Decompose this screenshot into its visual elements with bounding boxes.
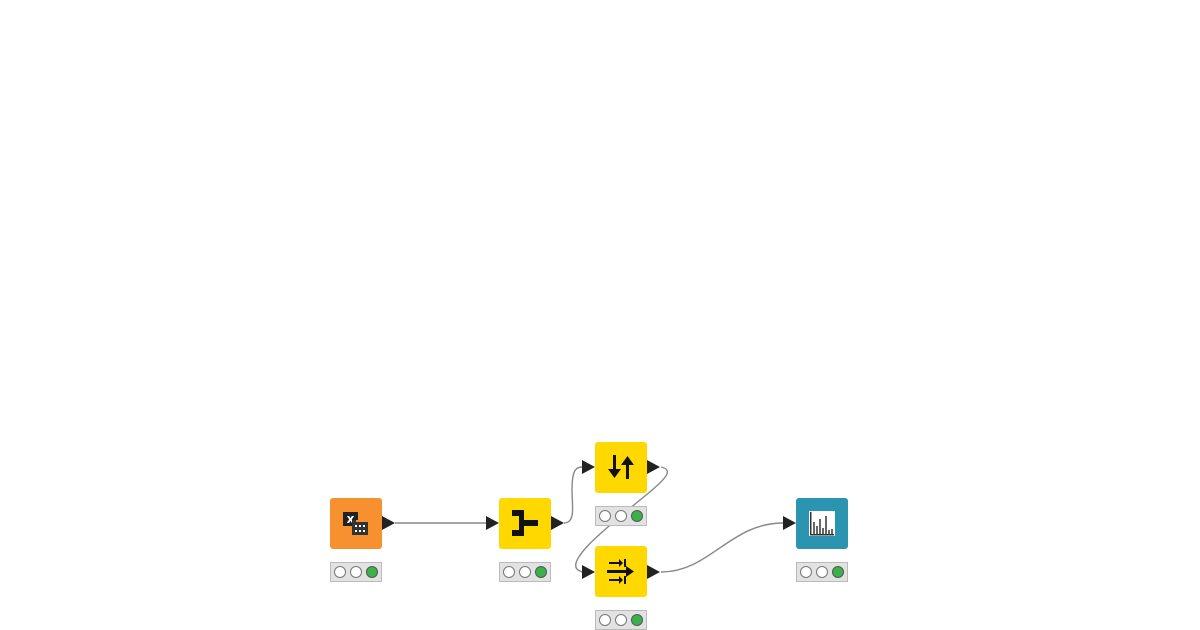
- node-sorter[interactable]: [582, 442, 660, 493]
- column-filter-icon: [512, 510, 538, 536]
- output-port[interactable]: [551, 516, 564, 530]
- excel-table-icon: x: [343, 512, 368, 535]
- output-port[interactable]: [647, 460, 660, 474]
- status-column-filter: [499, 562, 551, 582]
- bar-chart-icon: [809, 511, 835, 536]
- sort-arrows-icon: [608, 455, 634, 479]
- status-sorter: [595, 506, 647, 526]
- connection-filter-to-sorter[interactable]: [563, 466, 583, 524]
- input-port[interactable]: [582, 460, 595, 474]
- node-excel-reader[interactable]: x: [330, 498, 395, 549]
- input-port[interactable]: [486, 516, 499, 530]
- status-histogram: [796, 562, 848, 582]
- append-columns-icon: [607, 559, 634, 584]
- connection-appender-to-histogram[interactable]: [660, 522, 784, 573]
- svg-text:x: x: [347, 512, 355, 526]
- input-port[interactable]: [582, 565, 595, 579]
- input-port[interactable]: [783, 516, 796, 530]
- status-excel-reader: [330, 562, 382, 582]
- node-column-filter[interactable]: [486, 498, 564, 549]
- node-histogram[interactable]: [783, 498, 848, 549]
- status-column-appender: [595, 610, 647, 630]
- output-port[interactable]: [382, 516, 395, 530]
- node-column-appender[interactable]: [582, 546, 660, 597]
- output-port[interactable]: [647, 565, 660, 579]
